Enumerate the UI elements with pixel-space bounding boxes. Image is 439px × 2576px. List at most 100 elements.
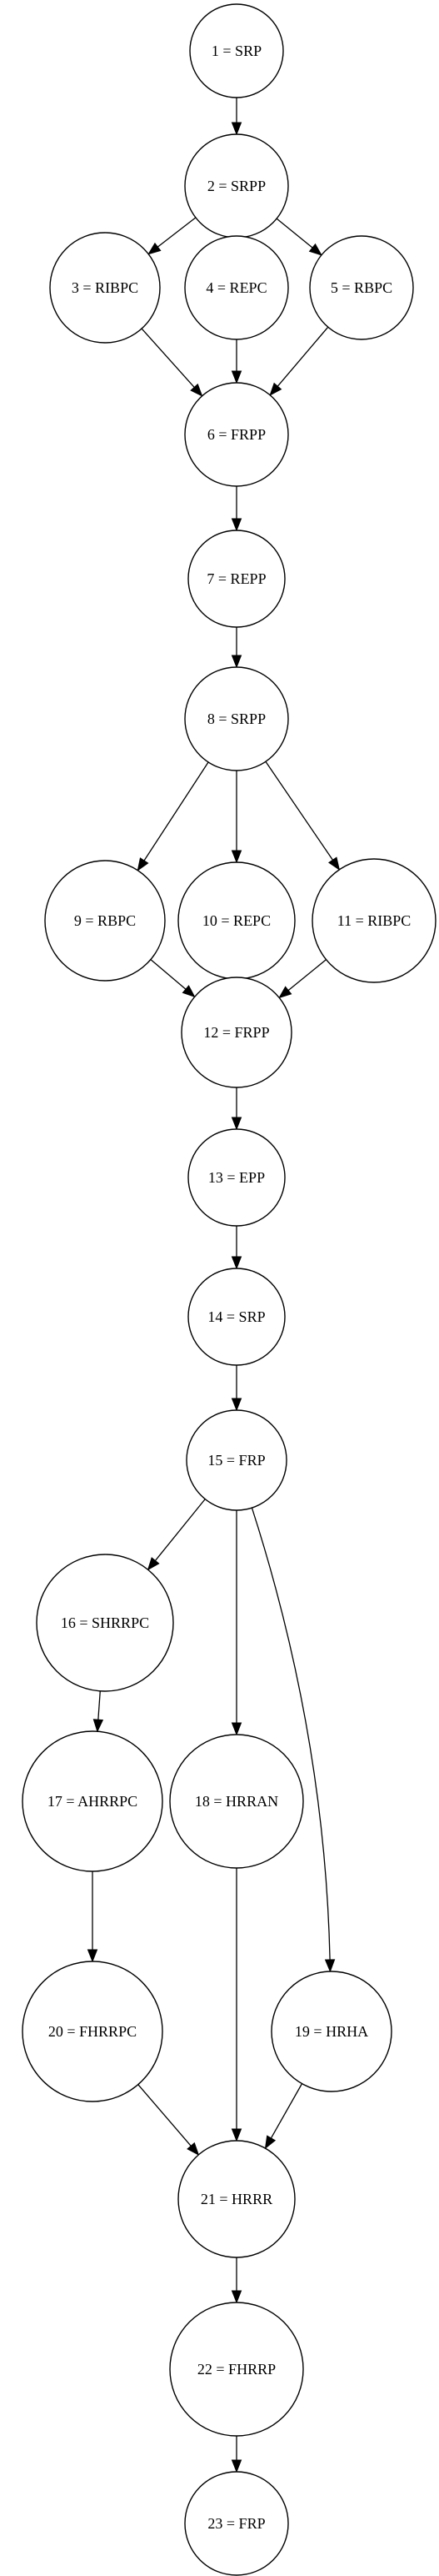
edge-18-to-21 bbox=[231, 1868, 242, 2142]
arrowhead-icon bbox=[264, 2135, 277, 2150]
edge-line bbox=[251, 1507, 331, 1961]
edge-6-to-7 bbox=[231, 486, 242, 532]
node-circle bbox=[184, 2471, 289, 2576]
arrowhead-icon bbox=[182, 985, 196, 998]
node-label: 23 = FRP bbox=[207, 2515, 265, 2532]
node-circle bbox=[184, 235, 289, 340]
edge-2-to-5 bbox=[276, 218, 322, 256]
node-16: 16 = SHRRPC bbox=[36, 1554, 174, 1692]
arrowhead-icon bbox=[147, 242, 162, 255]
node-label: 19 = HRHA bbox=[295, 2023, 368, 2040]
node-label: 18 = HRRAN bbox=[195, 1793, 278, 1810]
edge-line bbox=[143, 761, 209, 861]
edge-line bbox=[276, 218, 313, 249]
node-label: 17 = AHRRPC bbox=[47, 1793, 137, 1810]
edge-9-to-12 bbox=[150, 959, 196, 998]
node-label: 4 = REPC bbox=[206, 279, 267, 296]
node-8: 8 = SRPP bbox=[184, 666, 289, 771]
node-2: 2 = SRPP bbox=[184, 133, 289, 239]
edge-line bbox=[97, 1690, 101, 1720]
arrowhead-icon bbox=[147, 1557, 160, 1571]
edge-20-to-21 bbox=[137, 2084, 200, 2156]
node-circle bbox=[44, 860, 166, 982]
node-6: 6 = FRPP bbox=[184, 382, 289, 487]
edge-21-to-22 bbox=[231, 2257, 242, 2304]
edge-13-to-14 bbox=[231, 1226, 242, 1270]
arrowhead-icon bbox=[278, 986, 292, 999]
arrowhead-icon bbox=[231, 1398, 242, 1412]
node-7: 7 = REPP bbox=[187, 530, 286, 628]
arrowhead-icon bbox=[187, 2142, 200, 2156]
edge-1-to-2 bbox=[231, 98, 242, 136]
node-circle bbox=[36, 1554, 174, 1692]
arrowhead-icon bbox=[231, 1256, 242, 1270]
node-label: 9 = RBPC bbox=[74, 912, 136, 929]
node-11: 11 = RIBPC bbox=[312, 858, 437, 983]
edge-8-to-11 bbox=[265, 761, 341, 871]
node-circle bbox=[169, 2302, 304, 2437]
node-circle bbox=[22, 1961, 163, 2102]
arrowhead-icon bbox=[231, 518, 242, 532]
node-label: 2 = SRPP bbox=[207, 178, 266, 194]
edge-8-to-10 bbox=[231, 771, 242, 864]
arrowhead-icon bbox=[92, 1719, 104, 1733]
arrowhead-icon bbox=[137, 857, 149, 871]
edge-16-to-17 bbox=[92, 1690, 104, 1733]
arrowhead-icon bbox=[324, 1959, 336, 1973]
node-label: 21 = HRRR bbox=[201, 2191, 272, 2207]
node-circle bbox=[186, 1409, 287, 1511]
node-14: 14 = SRP bbox=[187, 1268, 286, 1366]
node-18: 18 = HRRAN bbox=[169, 1734, 304, 1869]
node-label: 20 = FHRRPC bbox=[48, 2023, 137, 2040]
node-circle bbox=[22, 1730, 163, 1872]
arrowhead-icon bbox=[231, 2128, 242, 2142]
arrowhead-icon bbox=[327, 856, 341, 871]
edge-3-to-6 bbox=[141, 328, 203, 397]
node-1: 1 = SRP bbox=[189, 3, 284, 98]
node-circle bbox=[184, 666, 289, 771]
node-label: 11 = RIBPC bbox=[337, 912, 412, 929]
arrowhead-icon bbox=[231, 2459, 242, 2473]
node-15: 15 = FRP bbox=[186, 1409, 287, 1511]
node-20: 20 = FHRRPC bbox=[22, 1961, 163, 2102]
node-circle bbox=[187, 530, 286, 628]
node-label: 7 = REPP bbox=[207, 570, 266, 587]
node-5: 5 = RBPC bbox=[309, 235, 414, 340]
edge-4-to-6 bbox=[231, 339, 242, 384]
node-circle bbox=[312, 858, 437, 983]
arrowhead-icon bbox=[231, 1117, 242, 1131]
edge-line bbox=[277, 326, 329, 387]
node-label: 10 = REPC bbox=[202, 912, 271, 929]
edge-8-to-9 bbox=[137, 761, 209, 871]
arrowhead-icon bbox=[231, 122, 242, 136]
arrowhead-icon bbox=[231, 850, 242, 864]
edge-22-to-23 bbox=[231, 2436, 242, 2473]
edges-layer bbox=[87, 98, 341, 2473]
node-label: 12 = FRPP bbox=[203, 1024, 269, 1041]
edge-15-to-18 bbox=[231, 1510, 242, 1736]
edge-15-to-19 bbox=[251, 1507, 336, 1973]
node-10: 10 = REPC bbox=[177, 861, 296, 980]
node-circle bbox=[187, 1268, 286, 1366]
edge-14-to-15 bbox=[231, 1365, 242, 1412]
node-12: 12 = FRPP bbox=[181, 977, 292, 1088]
edge-line bbox=[150, 959, 187, 990]
node-circle bbox=[49, 232, 161, 344]
edge-19-to-21 bbox=[264, 2083, 303, 2150]
arrowhead-icon bbox=[190, 383, 203, 397]
node-22: 22 = FHRRP bbox=[169, 2302, 304, 2437]
edge-line bbox=[157, 217, 197, 248]
node-23: 23 = FRP bbox=[184, 2471, 289, 2576]
edge-11-to-12 bbox=[278, 959, 327, 999]
node-circle bbox=[184, 382, 289, 487]
arrowhead-icon bbox=[231, 655, 242, 669]
node-label: 1 = SRP bbox=[212, 43, 262, 59]
node-19: 19 = HRHA bbox=[271, 1971, 392, 2092]
edge-2-to-3 bbox=[147, 217, 197, 255]
node-label: 22 = FHRRP bbox=[197, 2361, 276, 2378]
arrowhead-icon bbox=[87, 1949, 98, 1963]
node-circle bbox=[177, 2140, 296, 2258]
edge-line bbox=[154, 1499, 206, 1561]
